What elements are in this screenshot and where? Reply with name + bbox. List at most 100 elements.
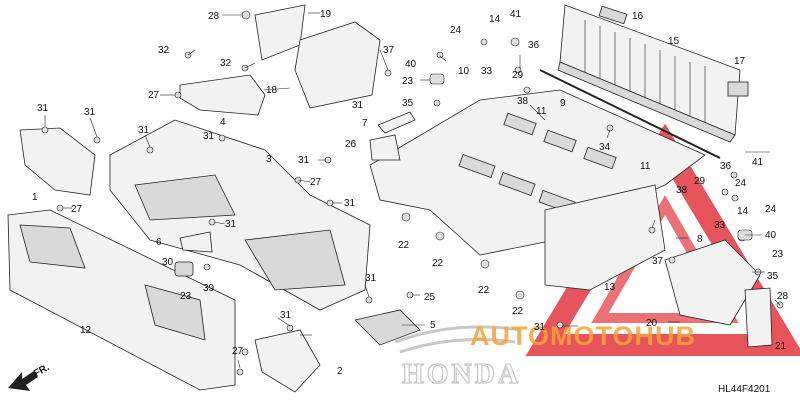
callout-37[interactable]: 37 — [652, 256, 664, 267]
part-5-step-pad[interactable] — [354, 309, 421, 346]
callout-1[interactable]: 1 — [32, 192, 38, 203]
callout-22[interactable]: 22 — [512, 306, 524, 317]
callout-27[interactable]: 27 — [148, 90, 160, 101]
callout-15[interactable]: 15 — [668, 36, 680, 47]
callout-4[interactable]: 4 — [220, 117, 226, 128]
part-7-strap[interactable] — [377, 111, 416, 134]
callout-28[interactable]: 28 — [777, 291, 789, 302]
callout-31[interactable]: 31 — [534, 322, 546, 333]
part-26-guard[interactable] — [369, 134, 401, 161]
callout-23[interactable]: 23 — [180, 291, 192, 302]
callout-16[interactable]: 16 — [632, 11, 644, 22]
callout-31[interactable]: 31 — [84, 107, 96, 118]
callout-19[interactable]: 19 — [320, 9, 332, 20]
callout-25[interactable]: 25 — [424, 292, 436, 303]
diagram-code: HL44F4201 — [718, 384, 771, 395]
callout-31[interactable]: 31 — [344, 198, 356, 209]
callout-24[interactable]: 24 — [735, 178, 747, 189]
callout-28[interactable]: 28 — [208, 11, 220, 22]
callout-30[interactable]: 30 — [162, 257, 174, 268]
callout-23[interactable]: 23 — [772, 249, 784, 260]
callout-31[interactable]: 31 — [37, 103, 49, 114]
callout-37[interactable]: 37 — [383, 45, 395, 56]
part-20-cover[interactable] — [664, 239, 761, 326]
callout-32[interactable]: 32 — [220, 58, 232, 69]
callout-11[interactable]: 11 — [640, 161, 651, 172]
honda-wing-logo — [394, 325, 521, 354]
callout-40[interactable]: 40 — [765, 230, 777, 241]
callout-17[interactable]: 17 — [734, 56, 746, 67]
callout-41[interactable]: 41 — [752, 157, 764, 168]
callout-34[interactable]: 34 — [599, 142, 611, 153]
part-1-side-guard[interactable] — [19, 127, 96, 196]
part-4-bracket[interactable] — [179, 74, 266, 116]
part-15-tailgate[interactable] — [557, 4, 741, 143]
part-9-rod[interactable] — [539, 69, 721, 159]
callout-20[interactable]: 20 — [646, 318, 658, 329]
callout-22[interactable]: 22 — [398, 240, 410, 251]
callout-40[interactable]: 40 — [405, 59, 417, 70]
callout-21[interactable]: 21 — [775, 341, 787, 352]
callout-31[interactable]: 31 — [280, 310, 292, 321]
callout-31[interactable]: 31 — [365, 273, 377, 284]
callout-31[interactable]: 31 — [203, 131, 215, 142]
callout-22[interactable]: 22 — [432, 258, 444, 269]
part-6-clip[interactable] — [179, 231, 213, 253]
callout-5[interactable]: 5 — [430, 320, 436, 331]
callout-6[interactable]: 6 — [156, 237, 162, 248]
callout-38[interactable]: 38 — [517, 96, 529, 107]
part-3-floor-frame[interactable] — [109, 119, 371, 311]
callout-24[interactable]: 24 — [450, 25, 462, 36]
callout-35[interactable]: 35 — [767, 271, 779, 282]
callout-39[interactable]: 39 — [203, 283, 215, 294]
honda-logo-text: HONDA — [402, 359, 521, 390]
callout-29[interactable]: 29 — [512, 70, 524, 81]
callout-33[interactable]: 33 — [481, 66, 493, 77]
callout-8[interactable]: 8 — [697, 234, 703, 245]
callout-35[interactable]: 35 — [402, 98, 414, 109]
part-12-side-panel[interactable] — [7, 209, 236, 391]
callout-29[interactable]: 29 — [694, 176, 706, 187]
callout-14[interactable]: 14 — [489, 14, 501, 25]
callout-31[interactable]: 31 — [298, 155, 310, 166]
callout-9[interactable]: 9 — [560, 98, 566, 109]
part-13-side-wall[interactable] — [544, 184, 666, 291]
callout-32[interactable]: 32 — [158, 45, 170, 56]
callout-41[interactable]: 41 — [510, 9, 522, 20]
callout-10[interactable]: 10 — [458, 66, 470, 77]
callout-38[interactable]: 38 — [676, 185, 688, 196]
callout-3[interactable]: 3 — [266, 154, 272, 165]
part-2-bracket[interactable] — [254, 329, 321, 393]
callout-27[interactable]: 27 — [71, 204, 83, 215]
callout-36[interactable]: 36 — [528, 40, 540, 51]
callout-31[interactable]: 31 — [352, 100, 364, 111]
callout-27[interactable]: 27 — [310, 177, 322, 188]
callout-12[interactable]: 12 — [80, 325, 92, 336]
part-21-mud-flap[interactable] — [744, 287, 773, 348]
part-30-clamp[interactable] — [174, 261, 194, 277]
callout-36[interactable]: 36 — [720, 161, 732, 172]
callout-13[interactable]: 13 — [604, 282, 616, 293]
front-direction-arrow — [8, 371, 38, 391]
callout-11[interactable]: 11 — [536, 106, 547, 117]
callout-2[interactable]: 2 — [337, 366, 343, 377]
part-8-cargo-bed[interactable] — [369, 89, 706, 256]
callout-24[interactable]: 24 — [765, 204, 777, 215]
part-17-latch[interactable] — [727, 81, 749, 97]
callout-33[interactable]: 33 — [714, 220, 726, 231]
callout-26[interactable]: 26 — [345, 139, 357, 150]
part-19-plate[interactable] — [254, 4, 306, 61]
callout-27[interactable]: 27 — [232, 346, 244, 357]
part-16-emblem[interactable] — [598, 5, 628, 25]
callout-14[interactable]: 14 — [737, 206, 749, 217]
front-label: FR. — [32, 362, 52, 380]
callout-7[interactable]: 7 — [362, 118, 368, 129]
callout-22[interactable]: 22 — [478, 285, 490, 296]
callout-31[interactable]: 31 — [225, 219, 237, 230]
callout-18[interactable]: 18 — [266, 85, 278, 96]
callout-23[interactable]: 23 — [402, 76, 414, 87]
part-18-cover[interactable] — [294, 21, 381, 109]
callout-31[interactable]: 31 — [138, 125, 150, 136]
